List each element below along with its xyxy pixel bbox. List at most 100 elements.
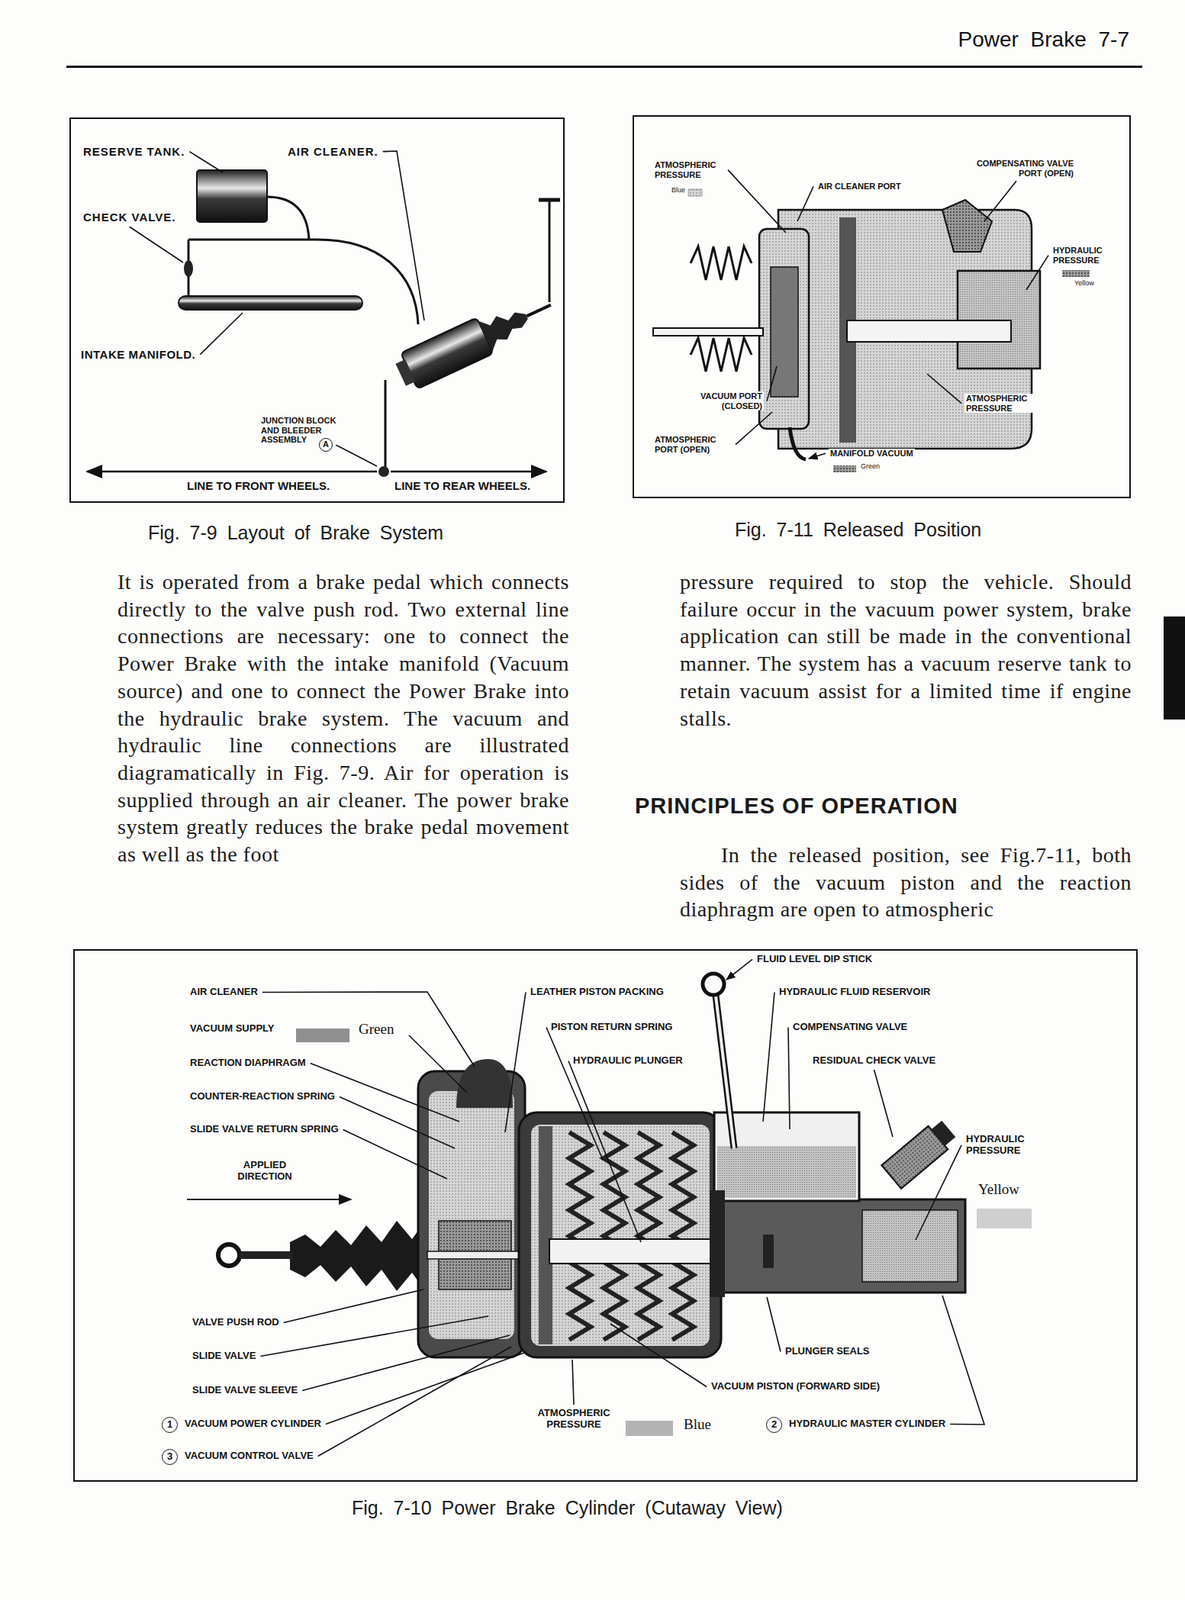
- leader-line: [763, 991, 775, 1122]
- released-position-illustration: [690, 338, 752, 372]
- released-position-illustration: [1062, 270, 1090, 277]
- part-label: COMPENSATING VALVE: [791, 1021, 909, 1034]
- leader-line: [942, 1295, 985, 1425]
- part-label: HYDRAULIC FLUID RESERVOIR: [777, 986, 932, 999]
- part-label: VALVE PUSH ROD: [190, 1317, 281, 1329]
- part-label: RESERVE TANK.: [81, 144, 187, 158]
- leader-line: [325, 1352, 527, 1424]
- power-brake-cutaway: [569, 1132, 591, 1340]
- part-label: VACUUM POWER CYLINDER: [183, 1418, 323, 1430]
- section-heading: PRINCIPLES OF OPERATION: [634, 793, 959, 819]
- power-brake-cutaway: [186, 973, 966, 1358]
- brake-layout-illustration: [86, 470, 377, 474]
- part-label: ATMOSPHERIC PRESSURE: [964, 393, 1038, 413]
- power-brake-cutaway: [702, 973, 725, 996]
- body-paragraph: pressure required to stop the vehicle. S…: [679, 568, 1132, 732]
- released-position-illustration: [653, 328, 764, 336]
- power-brake-cutaway: [428, 1091, 515, 1340]
- figure-frame: RESERVE TANK.AIR CLEANER.CHECK VALVE.INT…: [69, 117, 565, 503]
- brake-layout-illustration: [178, 296, 363, 310]
- part-label: SLIDE VALVE RETURN SPRING: [188, 1123, 341, 1136]
- part-label: HYDRAULIC PRESSURE: [964, 1133, 1052, 1157]
- released-position-illustration: [942, 199, 992, 252]
- leader-line: [318, 1346, 512, 1456]
- part-label: RESIDUAL CHECK VALVE: [811, 1055, 938, 1067]
- power-brake-cutaway: [862, 1210, 958, 1282]
- leader-line: [283, 1289, 424, 1323]
- part-label: SLIDE VALVE: [190, 1350, 258, 1363]
- power-brake-cutaway: [930, 1120, 956, 1147]
- part-label: COMPENSATING VALVE PORT (OPEN): [957, 158, 1076, 178]
- power-brake-cutaway: [672, 1132, 694, 1340]
- power-brake-cutaway: [637, 1132, 660, 1340]
- leader-line: [335, 444, 377, 467]
- leader-line: [383, 151, 425, 321]
- brake-layout-illustration: [183, 260, 194, 277]
- part-label: REACTION DIAPHRAGM: [188, 1057, 308, 1070]
- leader-line: [788, 1027, 790, 1130]
- part-label: PLUNGER SEALS: [783, 1346, 872, 1358]
- power-brake-cutaway: [715, 995, 735, 1149]
- power-brake-cutaway: [715, 995, 735, 1149]
- brake-layout-illustration: [188, 239, 419, 325]
- legend-text: Yellow: [978, 1181, 1020, 1198]
- section-tab: [1163, 616, 1185, 720]
- part-label: PISTON RETURN SPRING: [549, 1021, 674, 1034]
- body-paragraph: It is operated from a brake pedal which …: [117, 568, 570, 869]
- power-brake-cutaway: [239, 1251, 294, 1260]
- leader-line: [726, 959, 753, 980]
- figure-frame: ATMOSPHERIC PRESSUREBlueAIR CLEANER PORT…: [632, 115, 1131, 499]
- figure-caption: Fig. 7-9 Layout of Brake System: [148, 521, 444, 545]
- released-position-illustration: [653, 189, 1090, 473]
- brake-layout-illustration: [392, 286, 560, 393]
- figure-caption: Fig. 7-10 Power Brake Cylinder (Cutaway …: [351, 1497, 783, 1520]
- brake-layout-illustration: [390, 470, 547, 474]
- leader-line: [343, 1129, 448, 1179]
- leader-line: [927, 373, 962, 404]
- power-brake-cutaway: [531, 1124, 710, 1347]
- part-label: HYDRAULIC PRESSURE: [1051, 245, 1118, 265]
- brake-layout-illustration: [400, 317, 494, 390]
- part-label: ATMOSPHERIC PORT (OPEN): [653, 434, 733, 455]
- power-brake-cutaway: [186, 1198, 351, 1201]
- leader-line: [572, 1359, 574, 1405]
- power-brake-cutaway: [603, 1132, 625, 1340]
- part-label: CHECK VALVE.: [81, 210, 178, 224]
- leader-line: [262, 991, 475, 1067]
- leader-line: [199, 312, 243, 355]
- page-header: Power Brake 7-7: [957, 27, 1130, 52]
- part-label: JUNCTION BLOCK AND BLEEDER ASSEMBLY: [259, 415, 350, 445]
- leader-line: [339, 1096, 455, 1149]
- released-position-illustration: [770, 267, 799, 397]
- part-label: MANIFOLD VACUUM: [828, 448, 915, 459]
- leader-line: [727, 170, 786, 233]
- released-position-illustration: [688, 189, 702, 197]
- leader-line: [546, 1027, 603, 1160]
- part-label: ATMOSPHERIC PRESSURE: [653, 160, 725, 180]
- part-label: AIR CLEANER: [188, 986, 260, 999]
- legend-swatch: [625, 1420, 674, 1437]
- header-rule: [66, 65, 1143, 68]
- body-paragraph: In the released position, see Fig.7-11, …: [679, 841, 1132, 924]
- part-label: LINE TO FRONT WHEELS.: [185, 479, 332, 493]
- callout-number: 3: [161, 1449, 178, 1466]
- part-label: ATMOSPHERIC PRESSURE: [523, 1407, 625, 1431]
- power-brake-cutaway: [218, 1244, 240, 1266]
- part-label: HYDRAULIC MASTER CYLINDER: [787, 1418, 947, 1430]
- leader-line: [129, 226, 184, 263]
- brake-layout-illustration: [395, 359, 416, 387]
- part-label: LEATHER PISTON PACKING: [528, 986, 666, 999]
- released-position-illustration: [846, 320, 1012, 342]
- legend-text: Blue: [683, 1416, 712, 1433]
- leader-line: [808, 453, 826, 459]
- part-label: HYDRAULIC PLUNGER: [571, 1055, 685, 1067]
- brake-layout-illustration: [548, 199, 551, 303]
- brake-layout-illustration: [478, 301, 535, 351]
- part-label: VACUUM PISTON (FORWARD SIDE): [709, 1381, 882, 1393]
- legend-swatch: [976, 1208, 1032, 1229]
- callout-number: 1: [161, 1416, 178, 1433]
- brake-layout-illustration: [526, 305, 551, 317]
- part-label: VACUUM SUPPLY: [188, 1023, 277, 1035]
- part-label: FLUID LEVEL DIP STICK: [755, 953, 874, 966]
